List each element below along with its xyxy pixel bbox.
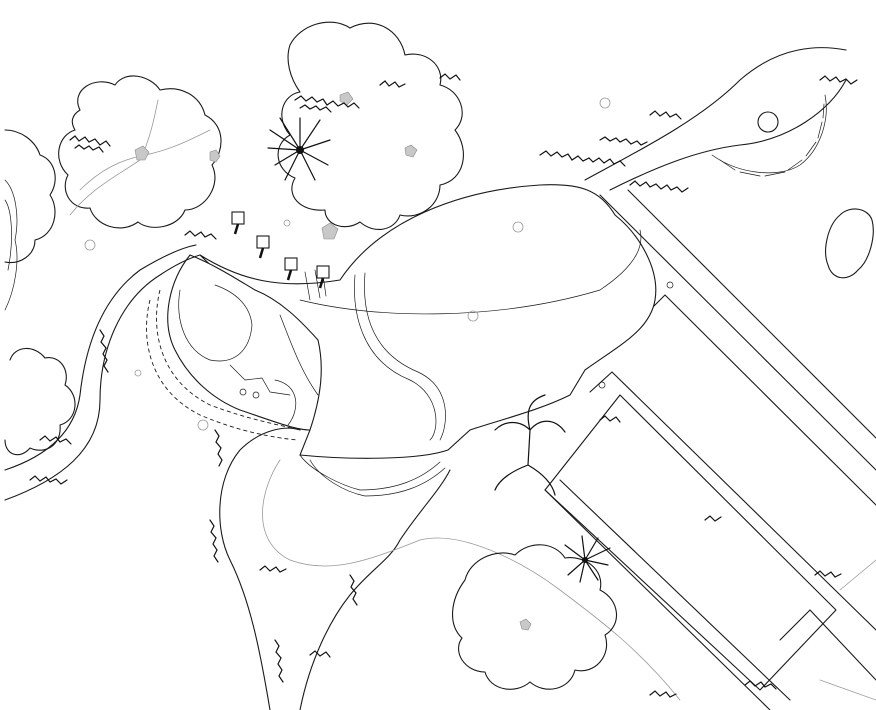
- tree-canopy-far-west: [4, 179, 18, 311]
- tree-symbol-spiky-south: [564, 535, 611, 583]
- cul-de-sac-turnaround: [711, 94, 827, 177]
- sign-icon: [231, 211, 245, 235]
- sign-markers: [231, 211, 330, 289]
- shrub-cluster-2: [294, 73, 461, 113]
- tree-canopy-west: [4, 129, 76, 456]
- sign-icon: [256, 235, 270, 259]
- shrub-cluster-4: [629, 75, 858, 193]
- shrub-cluster-7: [599, 415, 842, 698]
- shrub-cluster-6: [209, 429, 358, 683]
- tree-canopy-north: [277, 21, 464, 240]
- tree-symbol-spiky-north: [267, 117, 331, 181]
- sign-icon: [284, 257, 298, 281]
- shrub-cluster-3: [539, 110, 682, 167]
- tree-canopy-northwest: [58, 75, 222, 229]
- shrub-cluster-5: [29, 230, 217, 485]
- small-tree-markers: [84, 97, 674, 431]
- shrub-cluster-1: [69, 135, 111, 153]
- wing-building: [167, 254, 322, 431]
- east-faint-lines: [819, 559, 876, 701]
- tree-canopy-east-edge: [825, 208, 874, 279]
- driveway-road: [544, 47, 876, 710]
- tree-symbol-branching: [494, 394, 566, 496]
- tree-canopy-south: [452, 544, 618, 690]
- sign-icon: [316, 265, 330, 289]
